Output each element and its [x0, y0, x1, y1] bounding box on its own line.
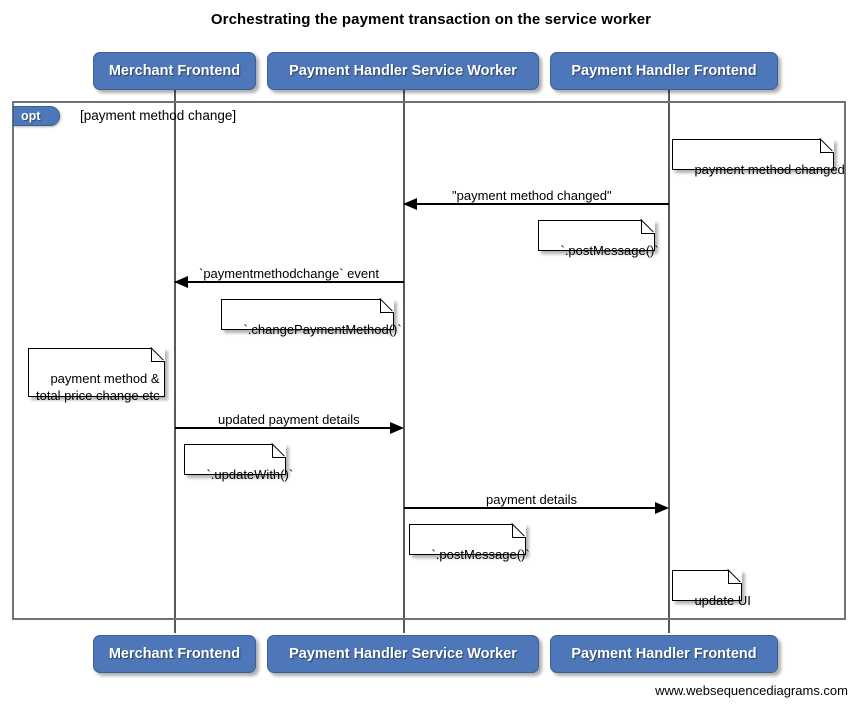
note-fold-corner-icon — [380, 299, 394, 313]
note-post-message-2: `.postMessage()` — [409, 524, 530, 562]
opt-fragment-frame — [12, 101, 846, 620]
note-text: `.postMessage()` — [560, 243, 659, 258]
opt-fragment-condition: [payment method change] — [80, 108, 237, 123]
note-text: `.postMessage()` — [431, 547, 530, 562]
message-arrowhead-updated-payment-details — [390, 422, 404, 434]
note-payment-method-changed: payment method changed — [672, 139, 845, 177]
note-update-with: `.updateWith()` — [184, 444, 293, 482]
lifeline-merchant-frontend — [174, 88, 176, 633]
note-fold-corner-icon — [512, 524, 526, 538]
message-line-paymentmethodchange-event — [175, 281, 404, 283]
participant-top-merchant-frontend[interactable]: Merchant Frontend — [93, 52, 256, 90]
note-payment-method-total-price: payment method & total price change etc — [28, 348, 165, 403]
message-arrowhead-payment-method-changed — [403, 198, 417, 210]
lifeline-payment-handler-service-worker — [403, 88, 405, 633]
participant-top-payment-handler-service-worker[interactable]: Payment Handler Service Worker — [267, 52, 539, 90]
note-text: update UI — [694, 593, 751, 608]
message-line-payment-details — [404, 507, 656, 509]
participant-bottom-payment-handler-service-worker[interactable]: Payment Handler Service Worker — [267, 635, 539, 673]
note-text: payment method changed — [694, 162, 845, 177]
message-label-paymentmethodchange-event: `paymentmethodchange` event — [199, 266, 379, 281]
lifeline-payment-handler-frontend — [668, 88, 670, 633]
message-line-payment-method-changed — [404, 203, 669, 205]
message-label-updated-payment-details: updated payment details — [218, 412, 360, 427]
footer-attribution: www.websequencediagrams.com — [655, 683, 848, 698]
note-fold-corner-icon — [151, 348, 165, 362]
diagram-title: Orchestrating the payment transaction on… — [210, 11, 652, 28]
message-label-payment-method-changed: "payment method changed" — [452, 188, 612, 203]
note-text: `.changePaymentMethod()` — [243, 322, 402, 337]
note-fold-corner-icon — [272, 444, 286, 458]
participant-bottom-merchant-frontend[interactable]: Merchant Frontend — [93, 635, 256, 673]
note-text: `.updateWith()` — [206, 467, 294, 482]
note-change-payment-method: `.changePaymentMethod()` — [221, 299, 402, 337]
note-text: payment method & total price change etc — [36, 371, 160, 403]
message-arrowhead-paymentmethodchange-event — [174, 276, 188, 288]
note-fold-corner-icon — [728, 570, 742, 584]
participant-top-payment-handler-frontend[interactable]: Payment Handler Frontend — [550, 52, 778, 90]
opt-fragment-label: opt — [13, 106, 60, 126]
note-update-ui: update UI — [672, 570, 751, 608]
note-fold-corner-icon — [820, 139, 834, 153]
message-label-payment-details: payment details — [486, 492, 578, 507]
participant-bottom-payment-handler-frontend[interactable]: Payment Handler Frontend — [550, 635, 778, 673]
message-line-updated-payment-details — [175, 427, 391, 429]
message-arrowhead-payment-details — [655, 502, 669, 514]
note-fold-corner-icon — [641, 220, 655, 234]
note-post-message-1: `.postMessage()` — [538, 220, 659, 258]
